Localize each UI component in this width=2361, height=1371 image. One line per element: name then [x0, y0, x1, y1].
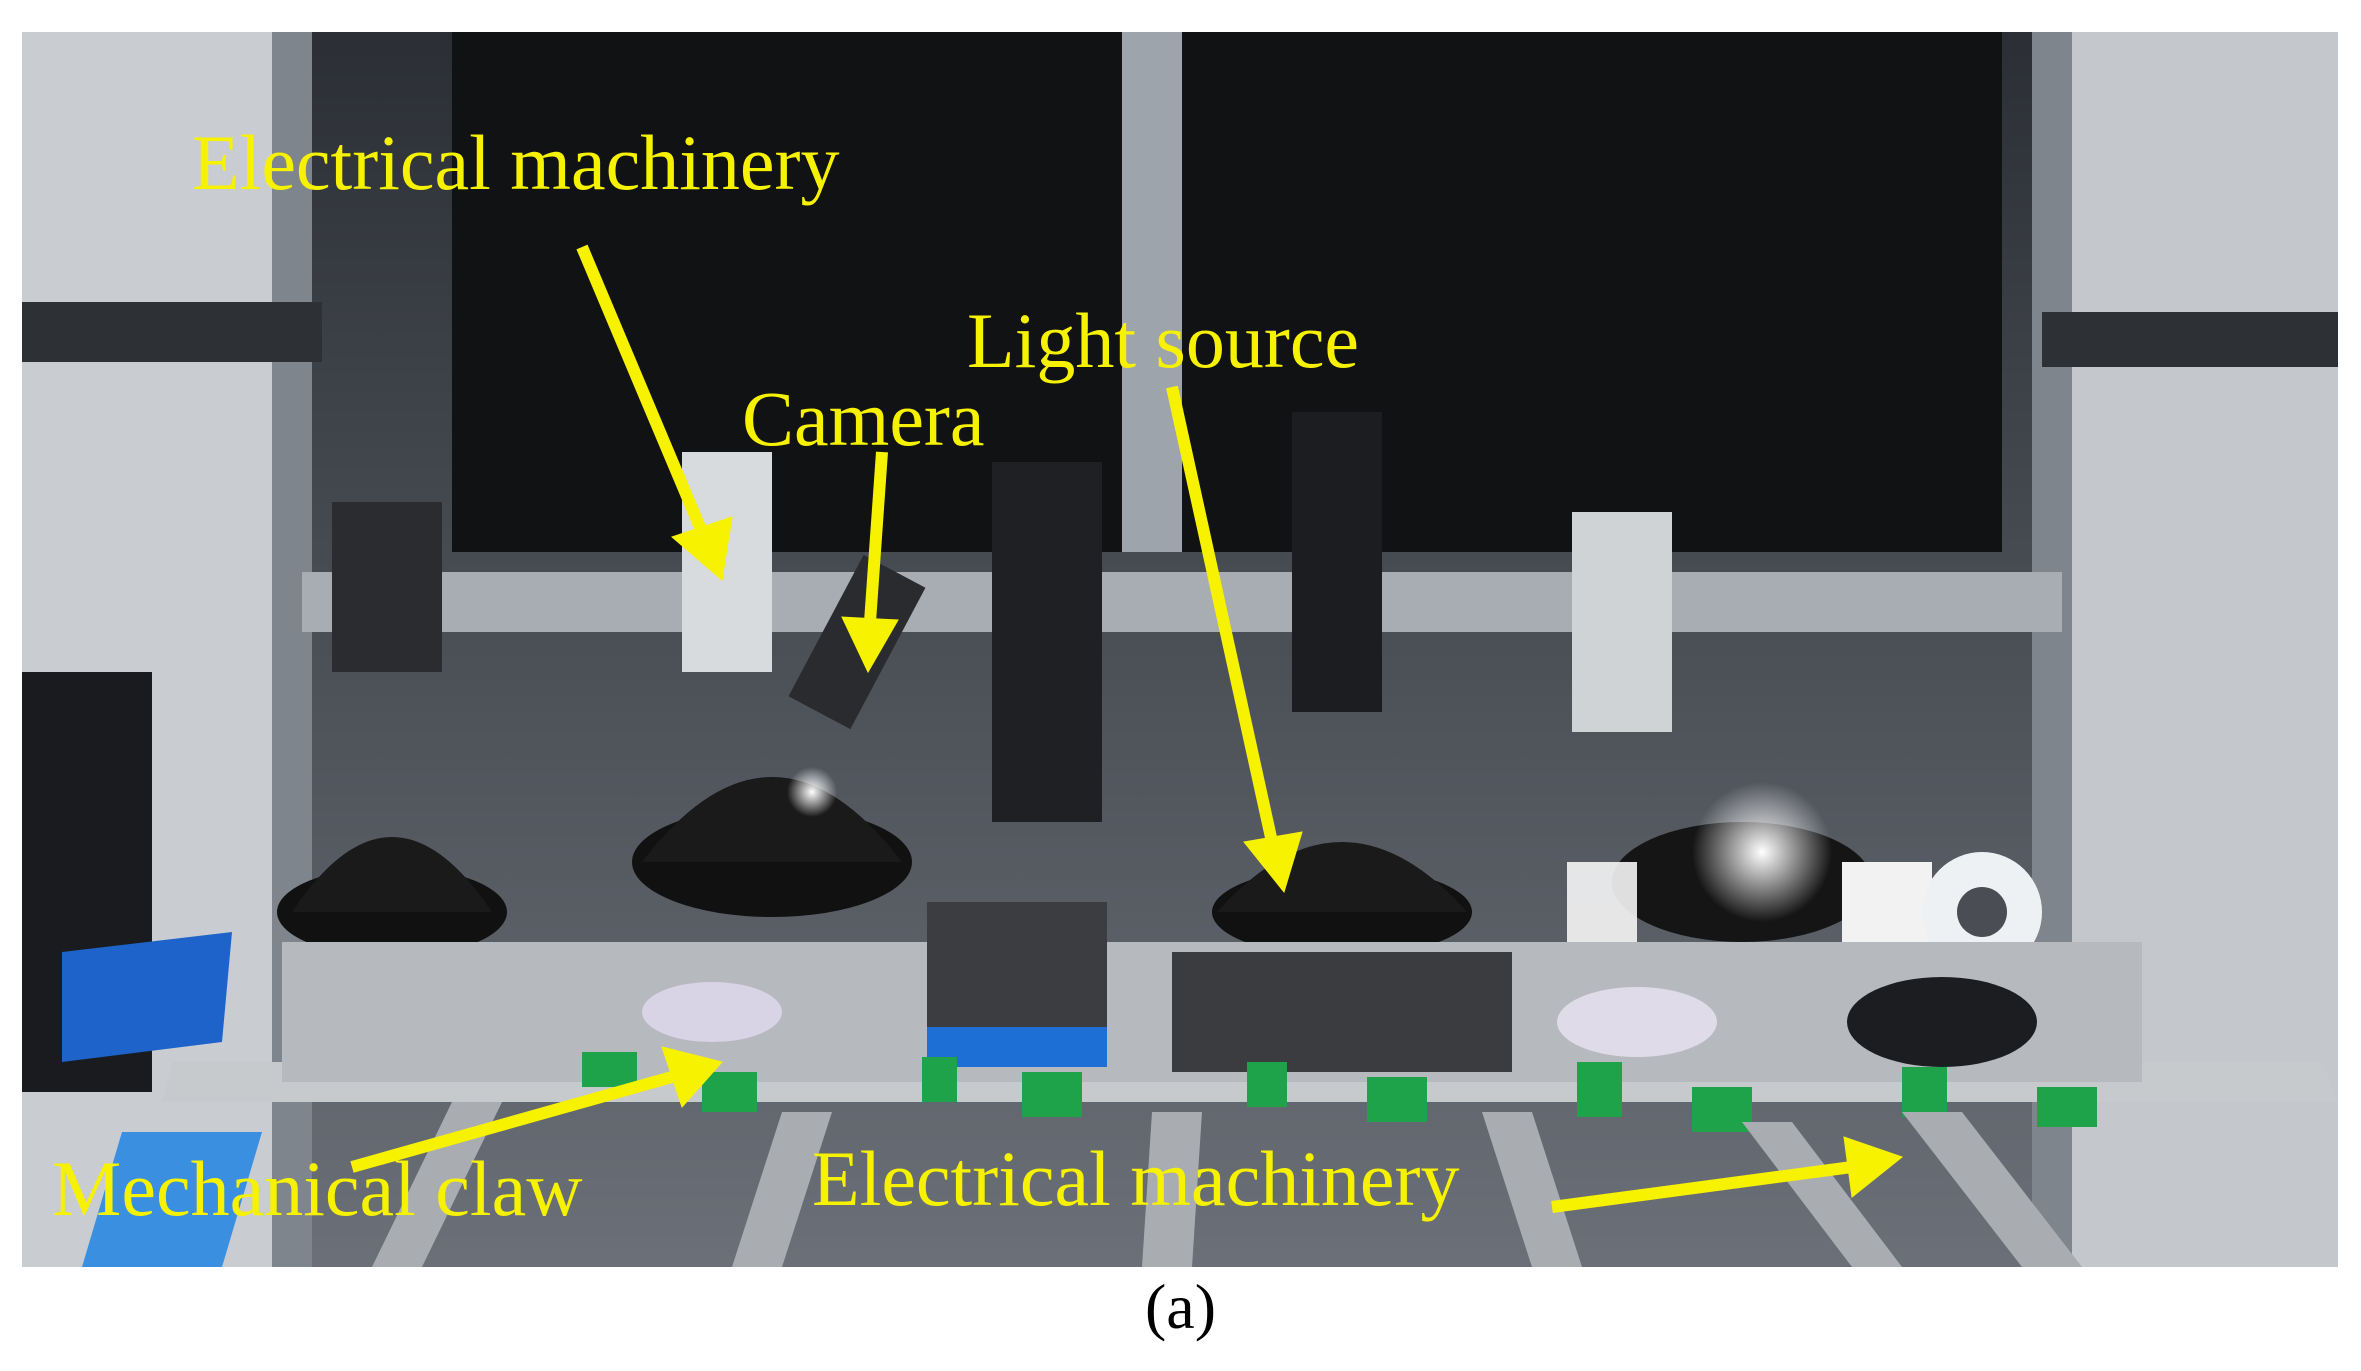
- gantry-beam: [302, 572, 2062, 632]
- right-rail: [2042, 312, 2338, 367]
- motor-unit-2: [1292, 412, 1382, 712]
- sample-dish-2: [1557, 987, 1717, 1057]
- motor-unit-1: [682, 452, 772, 672]
- camera-tower: [992, 462, 1102, 822]
- label-mechanical-claw: Mechanical claw: [52, 1145, 583, 1232]
- motor-unit-left: [332, 502, 442, 672]
- left-rail: [22, 302, 322, 362]
- arrow-head-light: [1243, 831, 1303, 894]
- arrow-head-machinery: [671, 516, 733, 581]
- label-electrical-machinery-top: Electrical machinery: [192, 119, 840, 206]
- label-electrical-machinery-bottom: Electrical machinery: [812, 1135, 1460, 1222]
- equipment-photo: Electrical machinery Camera Light source…: [22, 32, 2338, 1267]
- motor-unit-3: [1572, 512, 1672, 732]
- arrow-head-camera: [841, 616, 899, 674]
- platform-hole: [1847, 977, 2037, 1067]
- light-panel: [1842, 862, 1932, 952]
- arrow-head-claw: [661, 1046, 723, 1108]
- center-pillar: [1122, 32, 1182, 552]
- fixture: [927, 902, 1107, 1032]
- annotation-arrows: [350, 244, 1904, 1213]
- arrow-head-machinery-bottom: [1843, 1136, 1904, 1198]
- label-camera: Camera: [742, 375, 985, 462]
- conveyor-top: [62, 932, 232, 1062]
- lower-rails: [372, 1102, 2082, 1267]
- photo-illustration: [22, 32, 2338, 1267]
- platform-dark-section: [1172, 952, 1512, 1072]
- figure-caption: (a): [1144, 1271, 1217, 1342]
- conveyor-bottom: [82, 1132, 262, 1267]
- claws: [582, 1052, 2097, 1132]
- label-light-source: Light source: [967, 297, 1360, 384]
- sample-dish-1: [642, 982, 782, 1042]
